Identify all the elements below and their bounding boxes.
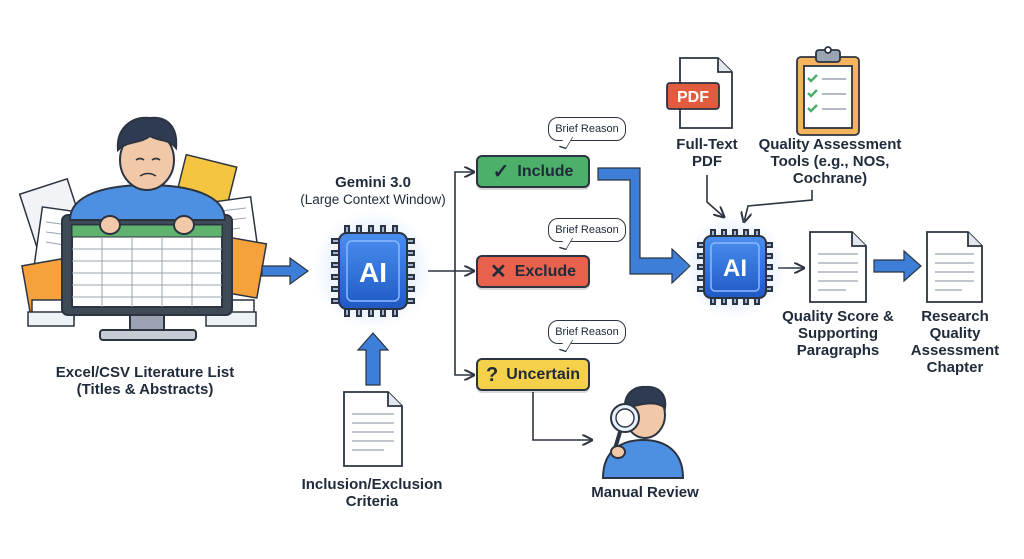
clipboard-checklist-icon [796,46,860,136]
flow-arrows [261,167,922,386]
connector-pdf-to-ai2 [706,175,724,217]
quality-tools-label: Quality Assessment Tools (e.g., NOS, Coc… [758,136,902,187]
arrow-score-to-chapter [873,249,922,283]
chapter-label: Research Quality Assessment Chapter [910,308,1000,376]
ai-chip-main: AI [313,210,433,330]
reason-bubble-uncertain: Brief Reason [548,320,626,344]
model-name-label: Gemini 3.0 [335,174,411,191]
connector-uncertain-to-review [532,392,592,440]
criteria-document-icon [343,391,403,467]
decision-uncertain: ? Uncertain [476,358,590,391]
decision-include: ✓ Include [476,155,590,188]
check-icon: ✓ [492,160,510,183]
chapter-document-icon [926,231,983,303]
ai-chip-main-label: AI [359,257,387,288]
decision-include-label: Include [517,162,574,180]
decision-uncertain-label: Uncertain [506,365,580,383]
arrow-criteria-to-ai [356,332,390,386]
ai-chip-quality-label: AI [723,255,747,282]
criteria-label: Inclusion/Exclusion Criteria [301,476,443,510]
reason-bubble-include: Brief Reason [548,117,626,141]
pdf-badge: PDF [677,89,709,106]
question-icon: ? [485,363,499,386]
quality-score-label: Quality Score & Supporting Paragraphs [782,308,894,359]
arrow-include-to-ai2 [597,167,691,285]
decision-exclude-label: Exclude [514,262,577,280]
person-icon [68,116,227,235]
model-context-label: (Large Context Window) [300,192,446,207]
arrow-list-to-ai [261,256,310,286]
connector-to-uncertain [454,271,474,375]
connector-tools-to-ai2 [744,190,813,222]
quality-score-document-icon [809,231,867,303]
connector-to-include [454,172,474,271]
pdf-document-icon: PDF [666,57,733,129]
cross-icon: ✕ [489,260,507,283]
reviewer-with-magnifier-icon [601,385,685,479]
overwhelmed-researcher-illustration [18,116,268,341]
reason-bubble-exclude: Brief Reason [548,218,626,242]
decision-exclude: ✕ Exclude [476,255,590,288]
full-text-pdf-label: Full-Text PDF [676,136,738,170]
literature-list-label: Excel/CSV Literature List (Titles & Abst… [55,364,235,398]
ai-chip-quality: AI [683,215,787,319]
manual-review-label: Manual Review [591,484,699,501]
